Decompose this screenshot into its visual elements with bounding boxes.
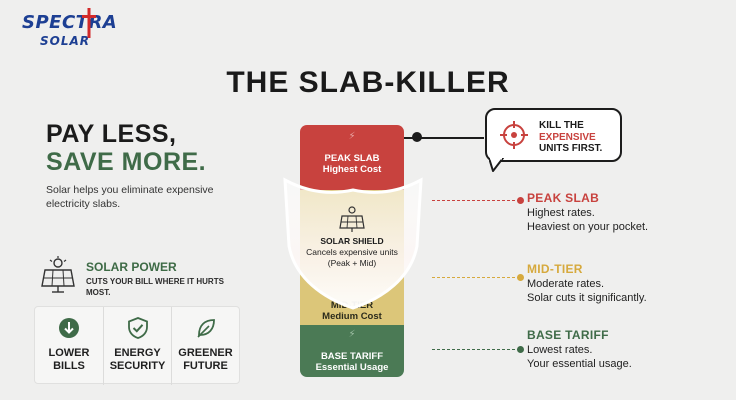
benefit-lower-bills: LOWER BILLS — [35, 307, 103, 385]
bolt-icon: ⚡ — [348, 329, 356, 340]
page-title: THE SLAB-KILLER — [226, 66, 510, 99]
benefits-panel: LOWER BILLS ENERGY SECURITY GREENER FUTU… — [34, 306, 240, 385]
callout-dot — [412, 132, 422, 142]
intro-text: Solar helps you eliminate expensive elec… — [46, 184, 214, 210]
legend-title-peak: PEAK SLAB — [527, 191, 600, 205]
brand-name: SPECTRA — [22, 12, 118, 33]
brand-logo: SPECTRA SOLAR — [22, 8, 132, 58]
solar-shield-desc: Cancels expensive units (Peak + Mid) — [306, 247, 398, 268]
callout-tail — [489, 158, 504, 172]
slab-base: ⚡ BASE TARIFF Essential Usage — [300, 325, 404, 377]
legend-dot-peak — [517, 197, 524, 204]
solar-shield-graphic — [283, 177, 423, 310]
callout-line-1: KILL THE — [539, 120, 584, 131]
callout-line-3: UNITS FIRST. — [539, 143, 603, 154]
slab-peak-label: PEAK SLAB Highest Cost — [322, 153, 382, 175]
benefit-greener-future: GREENER FUTURE — [171, 307, 239, 385]
benefit-label: GREENER FUTURE — [178, 347, 233, 372]
legend-desc-peak: Highest rates. Heaviest on your pocket. — [527, 207, 649, 233]
leaf-icon — [196, 319, 215, 338]
arrow-down-circle-icon — [59, 318, 79, 338]
legend-dot-mid — [517, 274, 524, 281]
solar-panel-icon — [339, 206, 365, 232]
solar-panel-icon — [41, 256, 75, 293]
slab-base-label: BASE TARIFF Essential Usage — [315, 351, 389, 373]
callout-line-2: EXPENSIVE — [539, 131, 596, 143]
legend-dot-base — [517, 346, 524, 353]
legend-desc-base: Lowest rates. Your essential usage. — [527, 344, 632, 370]
shield-check-icon — [127, 317, 148, 339]
benefit-label: LOWER BILLS — [48, 347, 90, 372]
benefit-energy-security: ENERGY SECURITY — [103, 307, 171, 385]
solar-power-title: SOLAR POWER — [86, 260, 177, 274]
benefit-label: ENERGY SECURITY — [109, 347, 166, 372]
target-icon — [500, 121, 528, 149]
headline-line-1: PAY LESS, — [46, 120, 177, 148]
legend-connector-base — [432, 349, 520, 350]
solar-power-desc: CUTS YOUR BILL WHERE IT HURTS MOST. — [86, 277, 224, 297]
kill-expensive-callout: KILL THE EXPENSIVE UNITS FIRST. — [485, 108, 622, 162]
solar-shield-title: SOLAR SHIELD — [320, 236, 384, 246]
callout-connector — [404, 137, 484, 139]
legend-title-mid: MID-TIER — [527, 262, 583, 276]
solar-shield-text: SOLAR SHIELD Cancels expensive units (Pe… — [300, 236, 404, 269]
logo-cross-icon — [82, 8, 96, 38]
legend-desc-mid: Moderate rates. Solar cuts it significan… — [527, 278, 647, 304]
slab-peak: ⚡ PEAK SLAB Highest Cost — [300, 125, 404, 190]
solar-power-block: SOLAR POWER CUTS YOUR BILL WHERE IT HURT… — [40, 256, 250, 300]
legend-connector-peak — [432, 200, 520, 201]
headline-line-2: SAVE MORE. — [46, 148, 207, 176]
bolt-icon: ⚡ — [348, 131, 356, 142]
legend-connector-mid — [432, 277, 520, 278]
brand-sub: SOLAR — [40, 34, 91, 48]
legend-title-base: BASE TARIFF — [527, 328, 609, 342]
callout-text: KILL THE EXPENSIVE UNITS FIRST. — [539, 120, 623, 155]
